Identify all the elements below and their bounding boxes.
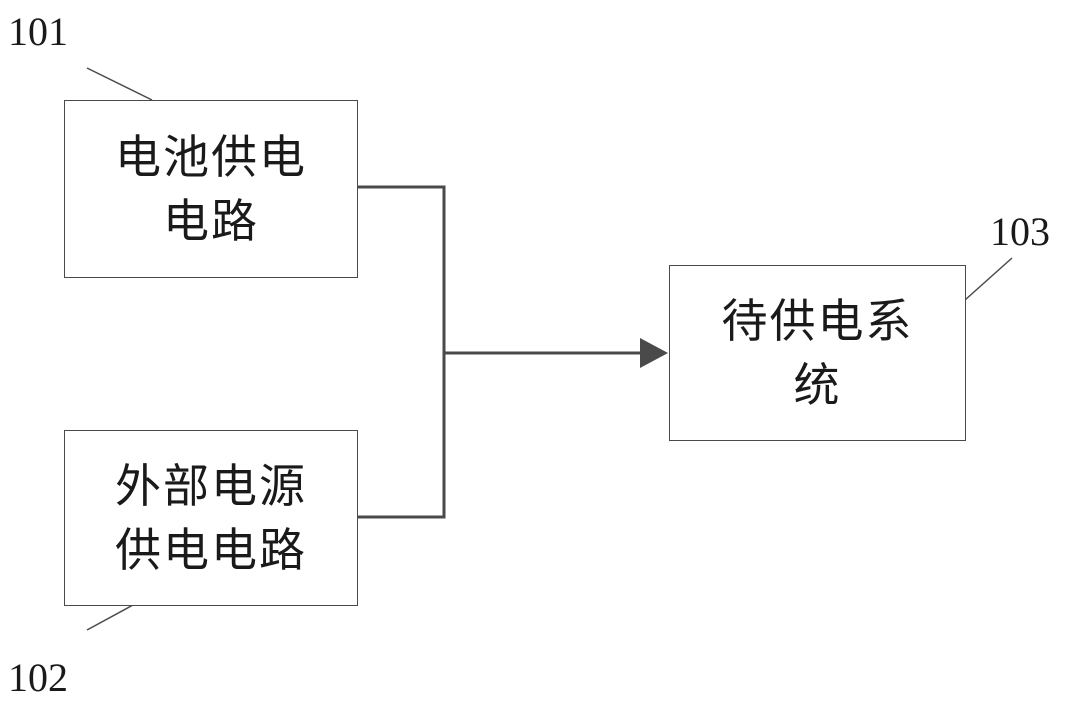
battery-output-connector [357, 185, 446, 353]
leader-line-103 [964, 257, 1013, 301]
powered-system-text-line-1: 待供电系 [721, 294, 914, 348]
external-supply-text-line-2: 供电电路 [115, 523, 307, 577]
battery-supply-block: 电池供电 电路 [64, 100, 358, 278]
powered-system-block: 待供电系 统 [669, 265, 966, 441]
external-output-connector [357, 353, 446, 519]
external-supply-text-line-1: 外部电源 [115, 459, 307, 513]
leader-line-102 [86, 604, 134, 631]
ref-label-103: 103 [990, 209, 1050, 254]
battery-supply-text-line-1: 电池供电 [115, 130, 307, 184]
arrow-head [640, 338, 668, 368]
ref-label-101: 101 [8, 9, 68, 54]
ref-label-102: 102 [8, 655, 68, 700]
external-supply-block: 外部电源 供电电路 [64, 430, 358, 606]
battery-supply-text-line-2: 电路 [163, 194, 259, 248]
powered-system-text-line-2: 统 [793, 358, 842, 412]
leader-line-101 [86, 67, 153, 101]
